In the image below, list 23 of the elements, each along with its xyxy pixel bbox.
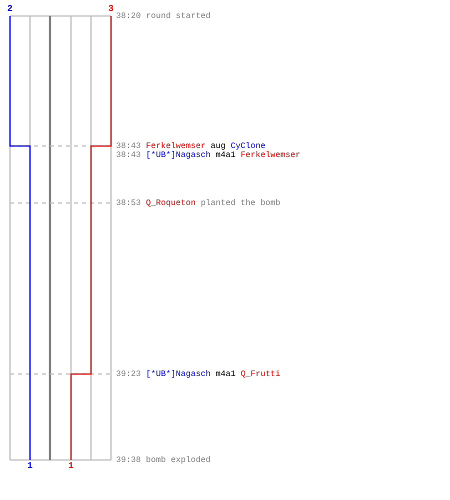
timestamp: 38:43 (116, 142, 141, 151)
timestamp: 38:43 (116, 151, 141, 160)
event-text: round started (146, 12, 211, 21)
count-label: 3 (108, 5, 114, 14)
count-label: 1 (68, 462, 74, 471)
event-text: bomb exploded (146, 456, 211, 465)
player-name: Q_Frutti (240, 370, 280, 379)
count-label: 1 (27, 462, 33, 471)
weapon-name: m4a1 (216, 370, 236, 379)
player-name: Ferkelwemser (240, 151, 300, 160)
count-label: 2 (7, 5, 13, 14)
player-name: CyClone (230, 142, 266, 151)
player-name: Q_Roqueton (146, 199, 196, 208)
weapon-name: m4a1 (216, 151, 236, 160)
player-name: [*UB*]Nagasch (146, 151, 211, 160)
event-text: planted the bomb (200, 199, 280, 208)
weapon-name: aug (210, 142, 226, 151)
player-name: [*UB*]Nagasch (146, 370, 211, 379)
timestamp: 39:23 (116, 370, 141, 379)
timestamp: 39:38 (116, 456, 141, 465)
timestamp: 38:53 (116, 199, 141, 208)
player-name: Ferkelwemser (146, 142, 206, 151)
timestamp: 38:20 (116, 12, 141, 21)
